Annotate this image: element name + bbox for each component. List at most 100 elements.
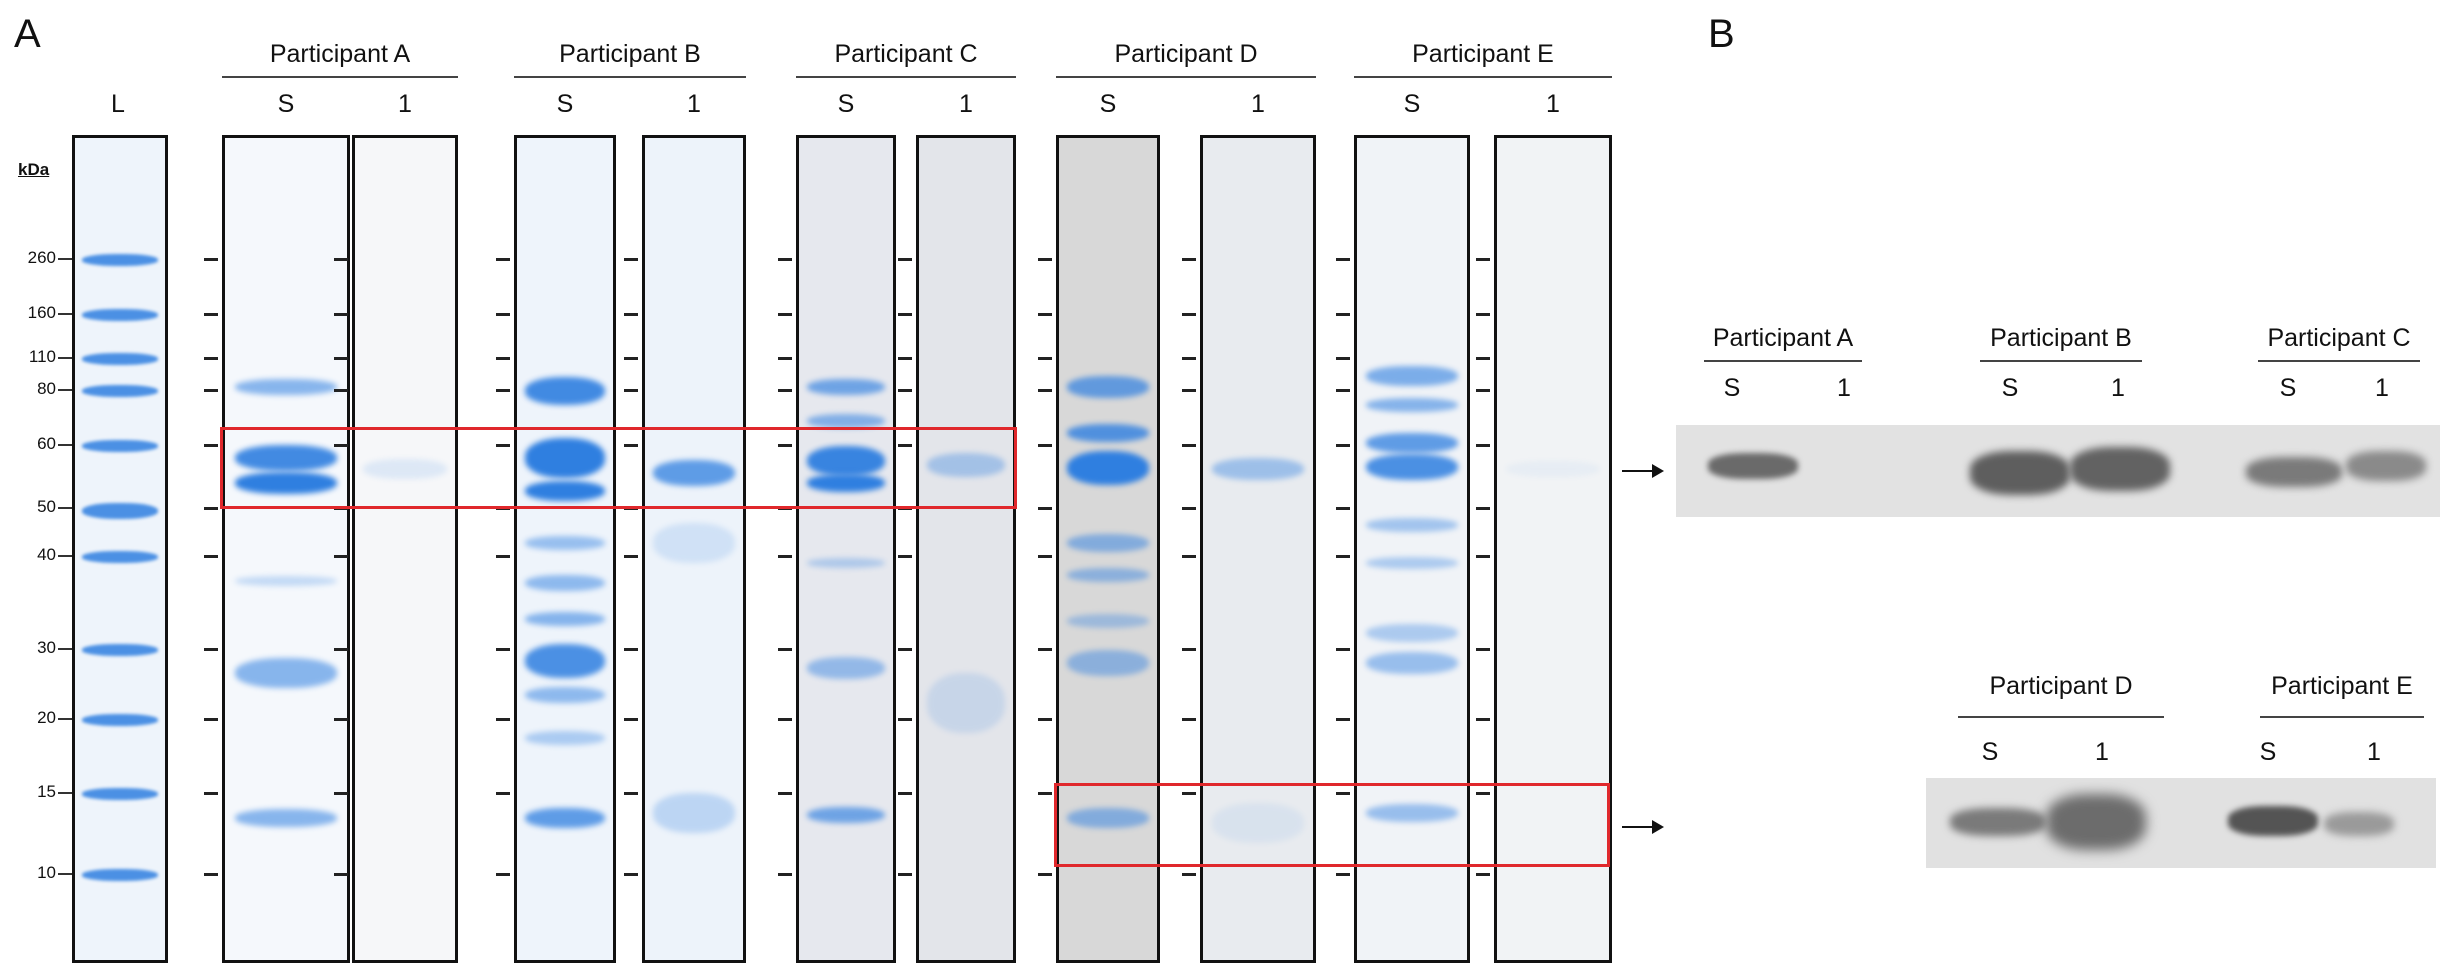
lane-marker-tick bbox=[624, 389, 638, 392]
kda-marker-label: 110 bbox=[28, 347, 56, 366]
protein-band bbox=[926, 453, 1006, 477]
lane-marker-tick bbox=[1182, 873, 1196, 876]
kda-marker-tick bbox=[58, 357, 72, 359]
lane-marker-tick bbox=[204, 873, 218, 876]
protein-band bbox=[806, 474, 886, 492]
lane-marker-tick bbox=[898, 718, 912, 721]
lane-marker-tick bbox=[1476, 389, 1490, 392]
protein-band bbox=[524, 481, 606, 501]
ladder-band bbox=[82, 644, 158, 656]
kda-unit-label: kDa bbox=[18, 160, 50, 179]
kda-marker-label: 80 bbox=[37, 379, 56, 398]
kda-marker-label: 260 bbox=[27, 248, 56, 267]
participant-header: Participant D bbox=[1114, 40, 1258, 68]
lane-marker-tick bbox=[898, 792, 912, 795]
lane-marker-tick bbox=[1476, 718, 1490, 721]
protein-band bbox=[806, 446, 886, 476]
sample-lane-s bbox=[1354, 135, 1470, 963]
lane-marker-tick bbox=[778, 444, 792, 447]
kda-marker-tick bbox=[58, 718, 72, 720]
lane-marker-tick bbox=[624, 313, 638, 316]
lane-marker-tick bbox=[1182, 555, 1196, 558]
lane-marker-tick bbox=[778, 792, 792, 795]
ladder-band bbox=[82, 788, 158, 800]
ladder-band bbox=[82, 254, 158, 266]
sample-lane-1 bbox=[916, 135, 1016, 963]
lane-marker-tick bbox=[1336, 258, 1350, 261]
protein-band bbox=[524, 377, 606, 405]
lane-marker-tick bbox=[204, 507, 218, 510]
lane-marker-tick bbox=[624, 258, 638, 261]
lane-marker-tick bbox=[204, 718, 218, 721]
protein-band bbox=[1066, 650, 1150, 676]
lane-marker-tick bbox=[1336, 507, 1350, 510]
participant-header-underline bbox=[1354, 76, 1612, 78]
lane-marker-tick bbox=[1336, 648, 1350, 651]
sample-lane-1 bbox=[642, 135, 746, 963]
protein-band bbox=[524, 687, 606, 703]
panel-a-letter: A bbox=[14, 12, 41, 56]
ladder-band bbox=[82, 353, 158, 365]
kda-marker-tick bbox=[58, 507, 72, 509]
lane-marker-tick bbox=[624, 648, 638, 651]
lane-marker-tick bbox=[204, 313, 218, 316]
lane-label-1: 1 bbox=[687, 90, 701, 118]
kda-marker-label: 50 bbox=[37, 497, 56, 516]
lane-marker-tick bbox=[204, 357, 218, 360]
lane-marker-tick bbox=[1182, 444, 1196, 447]
ladder-band bbox=[82, 869, 158, 881]
lane-marker-tick bbox=[1476, 555, 1490, 558]
participant-header: Participant E bbox=[1412, 40, 1554, 68]
lane-marker-tick bbox=[1182, 389, 1196, 392]
protein-band bbox=[524, 731, 606, 745]
lane-marker-tick bbox=[778, 873, 792, 876]
sample-lane-1 bbox=[1200, 135, 1316, 963]
lane-marker-tick bbox=[778, 718, 792, 721]
lane-marker-tick bbox=[1182, 258, 1196, 261]
kda-marker-label: 10 bbox=[37, 863, 56, 882]
protein-band bbox=[1365, 433, 1459, 453]
sample-lane-1 bbox=[1494, 135, 1612, 963]
kda-marker-tick bbox=[58, 648, 72, 650]
protein-band bbox=[1365, 804, 1459, 822]
protein-band bbox=[1505, 461, 1601, 477]
kda-marker-tick bbox=[58, 313, 72, 315]
protein-band bbox=[1066, 424, 1150, 442]
lane-marker-tick bbox=[624, 444, 638, 447]
lane-marker-tick bbox=[778, 555, 792, 558]
protein-band bbox=[1066, 451, 1150, 485]
highlight-box-15kda bbox=[1054, 783, 1610, 867]
participant-header-underline bbox=[222, 76, 458, 78]
blot-header-underline bbox=[1958, 716, 2164, 718]
protein-band bbox=[1211, 458, 1305, 480]
lane-marker-tick bbox=[1182, 507, 1196, 510]
lane-marker-tick bbox=[496, 389, 510, 392]
lane-marker-tick bbox=[1182, 792, 1196, 795]
lane-marker-tick bbox=[334, 792, 348, 795]
protein-band bbox=[234, 472, 338, 494]
kda-marker-label: 30 bbox=[37, 638, 56, 657]
arrow-right-icon bbox=[1622, 464, 1664, 478]
lane-label-1: 1 bbox=[1251, 90, 1265, 118]
blot-lane-label-s: S bbox=[2279, 374, 2297, 402]
protein-band bbox=[652, 460, 736, 486]
lane-marker-tick bbox=[1336, 873, 1350, 876]
lane-marker-tick bbox=[1182, 357, 1196, 360]
protein-band bbox=[1066, 568, 1150, 582]
blot-header-underline bbox=[1704, 360, 1862, 362]
lane-label-s: S bbox=[556, 90, 574, 118]
blot-lane-label-1: 1 bbox=[2111, 374, 2125, 402]
lane-marker-tick bbox=[1336, 444, 1350, 447]
blot-lane-label-s: S bbox=[1981, 738, 1999, 766]
protein-band bbox=[234, 445, 338, 471]
lane-label-s: S bbox=[837, 90, 855, 118]
ladder-band bbox=[82, 714, 158, 726]
participant-header-underline bbox=[1056, 76, 1316, 78]
blot-lane-label-s: S bbox=[1723, 374, 1741, 402]
lane-marker-tick bbox=[334, 389, 348, 392]
lane-marker-tick bbox=[496, 718, 510, 721]
lane-marker-tick bbox=[1038, 389, 1052, 392]
lane-marker-tick bbox=[334, 444, 348, 447]
lane-marker-tick bbox=[1038, 555, 1052, 558]
lane-marker-tick bbox=[1336, 792, 1350, 795]
